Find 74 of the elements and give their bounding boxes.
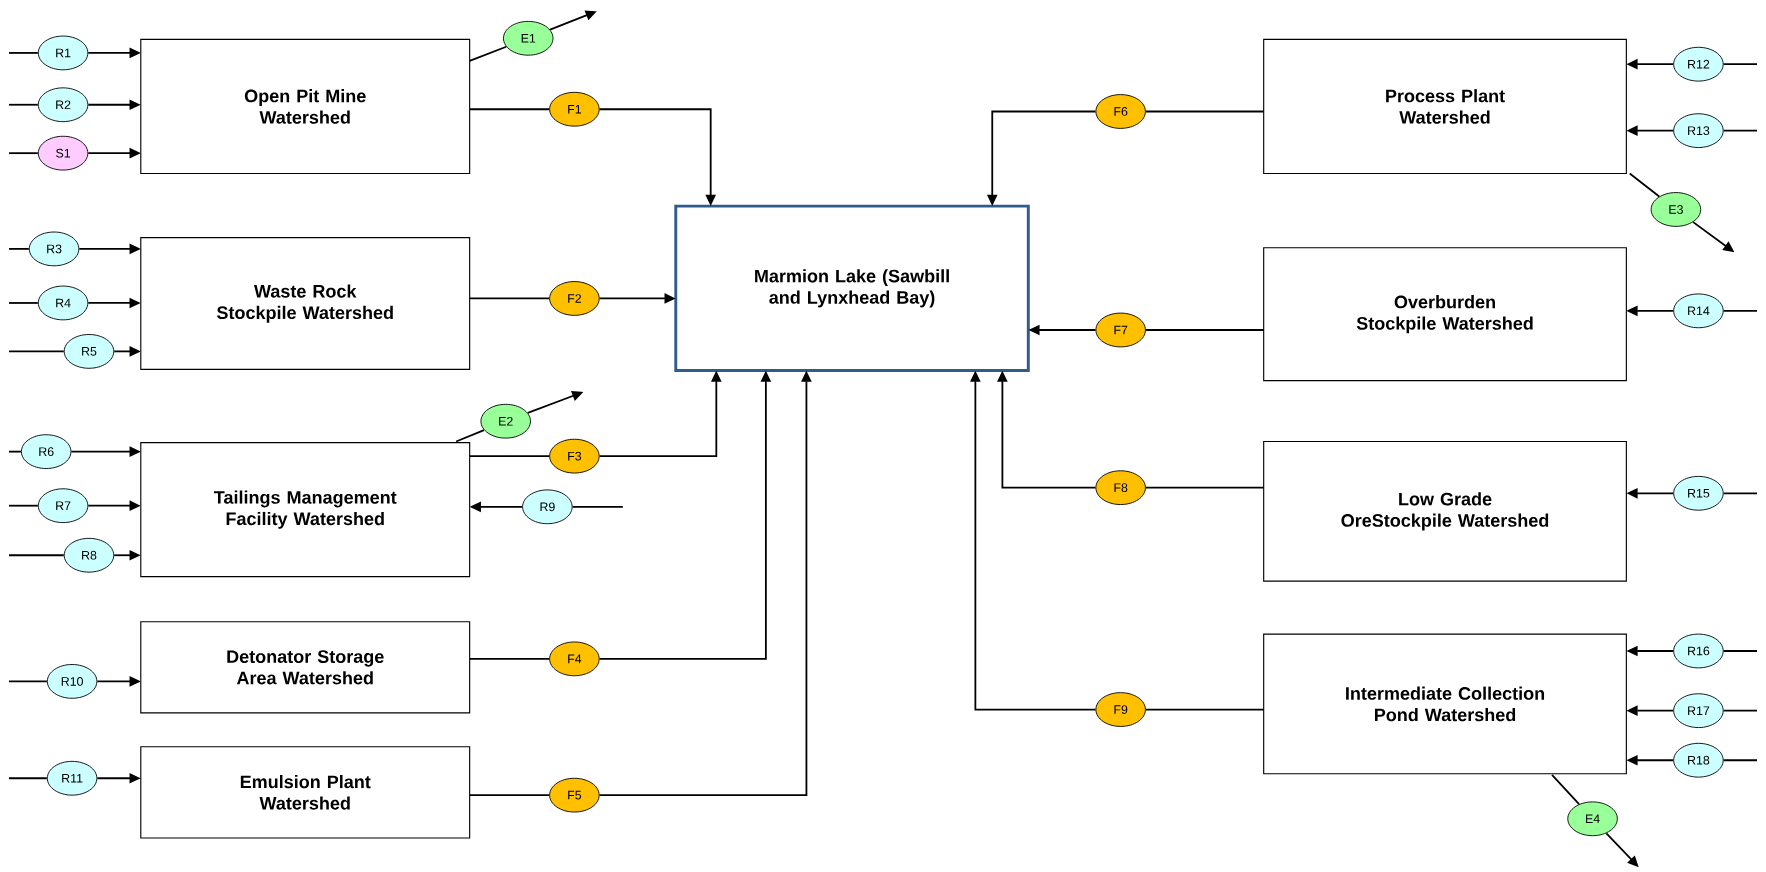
watershed-box: Open Pit Mine Watershed	[140, 39, 471, 175]
flow-line	[1145, 486, 1265, 489]
flow-oval: R18	[1673, 743, 1724, 778]
flow-line	[1145, 329, 1265, 332]
flow-line	[8, 52, 39, 54]
flow-oval: R15	[1673, 476, 1724, 511]
flow-oval: R2	[37, 87, 89, 123]
flow-line	[1722, 759, 1758, 762]
flow-line	[455, 429, 485, 443]
flow-oval: R1	[37, 35, 89, 71]
flow-oval: R10	[46, 664, 98, 699]
flow-oval: R8	[63, 538, 115, 573]
flow-line	[1722, 650, 1758, 652]
flow-line	[1722, 310, 1758, 312]
flow-oval: R16	[1673, 633, 1724, 669]
flow-oval: F4	[549, 641, 600, 677]
flow-line	[1145, 110, 1265, 113]
flow-line	[468, 455, 551, 458]
flow-oval: R14	[1673, 293, 1724, 329]
flow-line	[571, 506, 624, 508]
flow-line	[8, 450, 22, 453]
flow-oval: R3	[28, 231, 80, 267]
watershed-box: Waste Rock Stockpile Watershed	[140, 237, 471, 371]
flow-line	[1145, 708, 1265, 711]
flow-oval: R5	[63, 334, 115, 369]
flow-line	[1722, 63, 1758, 66]
lake-box: Marmion Lake (Sawbill and Lynxhead Bay)	[674, 204, 1030, 373]
flow-line	[468, 658, 551, 660]
flow-oval: F6	[1095, 94, 1146, 129]
flow-oval: F1	[549, 92, 600, 127]
flow-line	[468, 108, 551, 111]
flow-line	[468, 46, 508, 62]
flow-oval: R11	[46, 761, 98, 796]
flow-oval: E4	[1567, 801, 1618, 837]
flow-oval: F9	[1095, 692, 1146, 728]
watershed-box: Process Plant Watershed	[1263, 39, 1627, 175]
flow-oval: F5	[549, 777, 600, 813]
flow-line	[1722, 129, 1758, 132]
flow-line	[8, 350, 65, 353]
flow-line	[8, 680, 48, 683]
flow-line	[8, 152, 39, 155]
watershed-box: Intermediate Collection Pond Watershed	[1263, 633, 1627, 775]
watershed-box: Tailings Management Facility Watershed	[140, 442, 471, 578]
flow-line	[1551, 774, 1580, 806]
flow-line	[468, 297, 551, 300]
flow-oval: R12	[1673, 47, 1724, 82]
flow-oval: S1	[37, 135, 89, 171]
flow-oval: E2	[480, 404, 531, 439]
flow-line	[8, 103, 39, 106]
flow-oval: F7	[1095, 312, 1146, 348]
watershed-box: Overburden Stockpile Watershed	[1263, 247, 1627, 382]
flow-line	[1722, 492, 1758, 495]
flow-oval: E1	[503, 21, 554, 56]
flow-line	[8, 302, 39, 304]
flow-line	[8, 777, 48, 780]
flow-line	[468, 794, 551, 797]
flow-oval: F3	[549, 438, 600, 474]
flow-line	[1722, 709, 1758, 712]
watershed-box: Emulsion Plant Watershed	[140, 746, 471, 839]
flow-oval: R6	[20, 434, 72, 470]
flow-oval: F8	[1095, 470, 1146, 506]
flow-oval: F2	[549, 281, 600, 316]
flow-oval: R9	[522, 489, 573, 525]
flow-line	[8, 248, 30, 250]
flow-line	[1628, 172, 1661, 198]
flow-oval: R17	[1673, 693, 1724, 729]
flow-oval: R4	[37, 285, 89, 321]
flow-oval: R13	[1673, 113, 1724, 149]
flow-line	[8, 554, 65, 557]
flow-oval: R7	[37, 488, 89, 524]
flow-line	[8, 504, 39, 507]
watershed-box: Detonator Storage Area Watershed	[140, 621, 471, 714]
watershed-box: Low Grade OreStockpile Watershed	[1263, 441, 1627, 582]
flow-oval: E3	[1650, 192, 1702, 227]
